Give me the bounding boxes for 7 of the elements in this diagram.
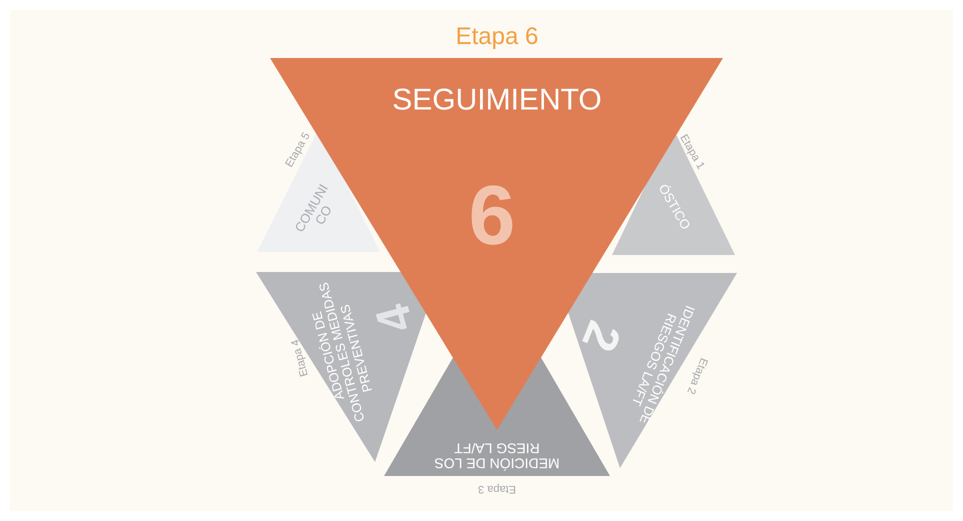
- stage-number: 2: [570, 313, 632, 361]
- stage-label: Etapa 6: [454, 24, 540, 50]
- stage-title: SEGUIMIENTO: [391, 84, 603, 116]
- stage-title: MEDICIÓN DE LOS RIESG LA/FT: [433, 440, 561, 470]
- stage-number: 6: [468, 168, 516, 262]
- stage-label: Etapa 3: [477, 482, 517, 496]
- stage-label: Etapa 4: [288, 337, 312, 380]
